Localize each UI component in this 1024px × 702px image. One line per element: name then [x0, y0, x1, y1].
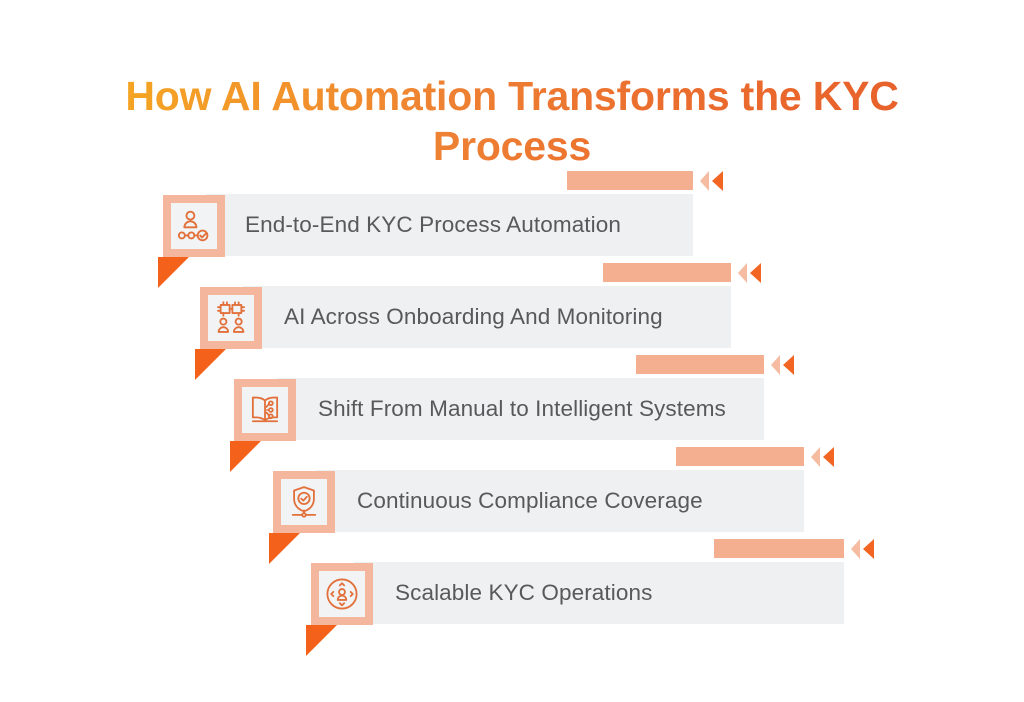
step-icon-inner-1 — [171, 203, 217, 249]
step-panel-1 — [206, 194, 693, 256]
step-accent-bar-5 — [714, 539, 844, 558]
step-icon-box-2 — [200, 287, 262, 349]
step-label-4: Continuous Compliance Coverage — [357, 488, 703, 513]
step-chevrons-1 — [700, 170, 723, 192]
chevron-left-dark-icon — [750, 263, 761, 283]
step-fold-4 — [269, 533, 300, 564]
step-label-1: End-to-End KYC Process Automation — [245, 212, 621, 237]
step-fold-2 — [195, 349, 226, 380]
chevron-left-dark-icon — [863, 539, 874, 559]
step-accent-bar-4 — [676, 447, 804, 466]
step-fold-5 — [306, 625, 337, 656]
chevron-left-light-icon — [811, 447, 820, 467]
chevron-left-light-icon — [700, 171, 709, 191]
step-accent-bar-3 — [636, 355, 764, 374]
page-title: How AI Automation Transforms the KYC Pro… — [117, 71, 907, 171]
step-fold-3 — [230, 441, 261, 472]
step-panel-4 — [316, 470, 804, 532]
step-icon-inner-3 — [242, 387, 288, 433]
step-icon-box-3 — [234, 379, 296, 441]
step-label-5: Scalable KYC Operations — [395, 580, 653, 605]
step-chevrons-5 — [851, 538, 874, 560]
step-panel-2 — [243, 286, 731, 348]
step-accent-bar-1 — [567, 171, 693, 190]
chevron-left-light-icon — [738, 263, 747, 283]
step-fold-1 — [158, 257, 189, 288]
step-accent-bar-2 — [603, 263, 731, 282]
page-title-wrap: How AI Automation Transforms the KYC Pro… — [0, 44, 1024, 199]
step-label-3: Shift From Manual to Intelligent Systems — [318, 396, 726, 421]
chevron-left-light-icon — [851, 539, 860, 559]
step-icon-inner-2 — [208, 295, 254, 341]
step-icon-box-1 — [163, 195, 225, 257]
chevron-left-dark-icon — [783, 355, 794, 375]
chevron-left-light-icon — [771, 355, 780, 375]
step-chevrons-3 — [771, 354, 794, 376]
step-panel-3 — [277, 378, 764, 440]
step-panel-5 — [354, 562, 844, 624]
step-chevrons-2 — [738, 262, 761, 284]
step-icon-inner-5 — [319, 571, 365, 617]
chevron-left-dark-icon — [823, 447, 834, 467]
step-icon-inner-4 — [281, 479, 327, 525]
step-label-2: AI Across Onboarding And Monitoring — [284, 304, 663, 329]
step-chevrons-4 — [811, 446, 834, 468]
chevron-left-dark-icon — [712, 171, 723, 191]
step-icon-box-4 — [273, 471, 335, 533]
step-icon-box-5 — [311, 563, 373, 625]
